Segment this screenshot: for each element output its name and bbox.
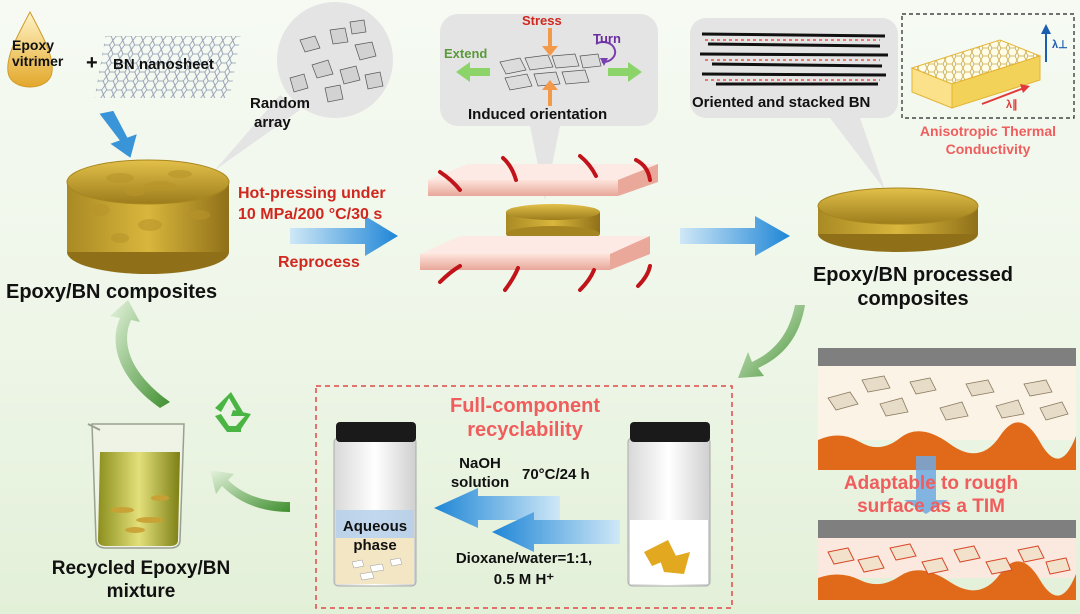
hot-press-line2: 10 MPa/200 °C/30 s bbox=[238, 206, 383, 223]
anisotropic-label: Anisotropic Thermal Conductivity bbox=[902, 122, 1074, 158]
stress-label: Stress bbox=[522, 13, 562, 28]
naoh-line1: NaOH bbox=[459, 455, 501, 472]
oriented-stacked-label: Oriented and stacked BN bbox=[692, 94, 871, 111]
dioxane-line2: 0.5 M H⁺ bbox=[493, 571, 555, 588]
lambda-perp-label: λ⊥ bbox=[1052, 39, 1068, 51]
random-array-line2: array bbox=[254, 114, 291, 131]
anisotropic-line1: Anisotropic Thermal bbox=[919, 123, 1057, 139]
tim-label: Adaptable to rough surface as a TIM bbox=[818, 472, 1044, 518]
recycled-line2: mixture bbox=[106, 581, 176, 602]
tim-line2: surface as a TIM bbox=[857, 496, 1005, 517]
vitrimer-line2: vitrimer bbox=[12, 53, 64, 69]
processed-line1: Epoxy/BN processed bbox=[812, 264, 1014, 286]
random-array-label: Random array bbox=[250, 94, 310, 132]
recyclability-line2: recyclability bbox=[467, 419, 583, 441]
aqueous-line2: phase bbox=[353, 537, 397, 554]
recyclability-line1: Full-component bbox=[450, 395, 600, 417]
plus-sign: + bbox=[86, 52, 98, 74]
hot-press-conditions: Hot-pressing under 10 MPa/200 °C/30 s bbox=[238, 183, 386, 225]
epoxy-vitrimer-label: Epoxy vitrimer bbox=[12, 37, 64, 69]
induced-orientation-label: Induced orientation bbox=[468, 106, 608, 123]
dioxane-line1: Dioxane/water=1:1, bbox=[455, 550, 593, 567]
reprocess-label: Reprocess bbox=[278, 254, 360, 271]
dioxane-water-label: Dioxane/water=1:1, 0.5 M H⁺ bbox=[432, 548, 616, 590]
tim-line1: Adaptable to rough bbox=[843, 473, 1019, 494]
lambda-par-label: λ∥ bbox=[1006, 99, 1018, 111]
recycled-mixture-label: Recycled Epoxy/BN mixture bbox=[28, 557, 254, 603]
naoh-solution-label: NaOH solution bbox=[448, 454, 512, 492]
random-array-line1: Random bbox=[250, 95, 310, 112]
bn-nanosheet-label: BN nanosheet bbox=[113, 56, 214, 73]
processed-line2: composites bbox=[857, 288, 969, 310]
vitrimer-line1: Epoxy bbox=[12, 37, 55, 53]
naoh-line2: solution bbox=[450, 474, 510, 491]
temperature-time-label: 70°C/24 h bbox=[522, 466, 590, 483]
aqueous-line1: Aqueous bbox=[342, 518, 408, 535]
processed-composites-label: Epoxy/BN processed composites bbox=[800, 263, 1026, 311]
full-component-recyclability-label: Full-component recyclability bbox=[432, 394, 618, 442]
hot-press-line1: Hot-pressing under bbox=[238, 185, 386, 202]
extend-label: Extend bbox=[444, 46, 488, 61]
epoxy-bn-composites-label: Epoxy/BN composites bbox=[6, 281, 218, 303]
recycled-line1: Recycled Epoxy/BN bbox=[51, 558, 231, 579]
aqueous-phase-label: Aqueous phase bbox=[336, 517, 414, 555]
anisotropic-line2: Conductivity bbox=[945, 141, 1031, 157]
turn-label: Turn bbox=[593, 31, 621, 46]
